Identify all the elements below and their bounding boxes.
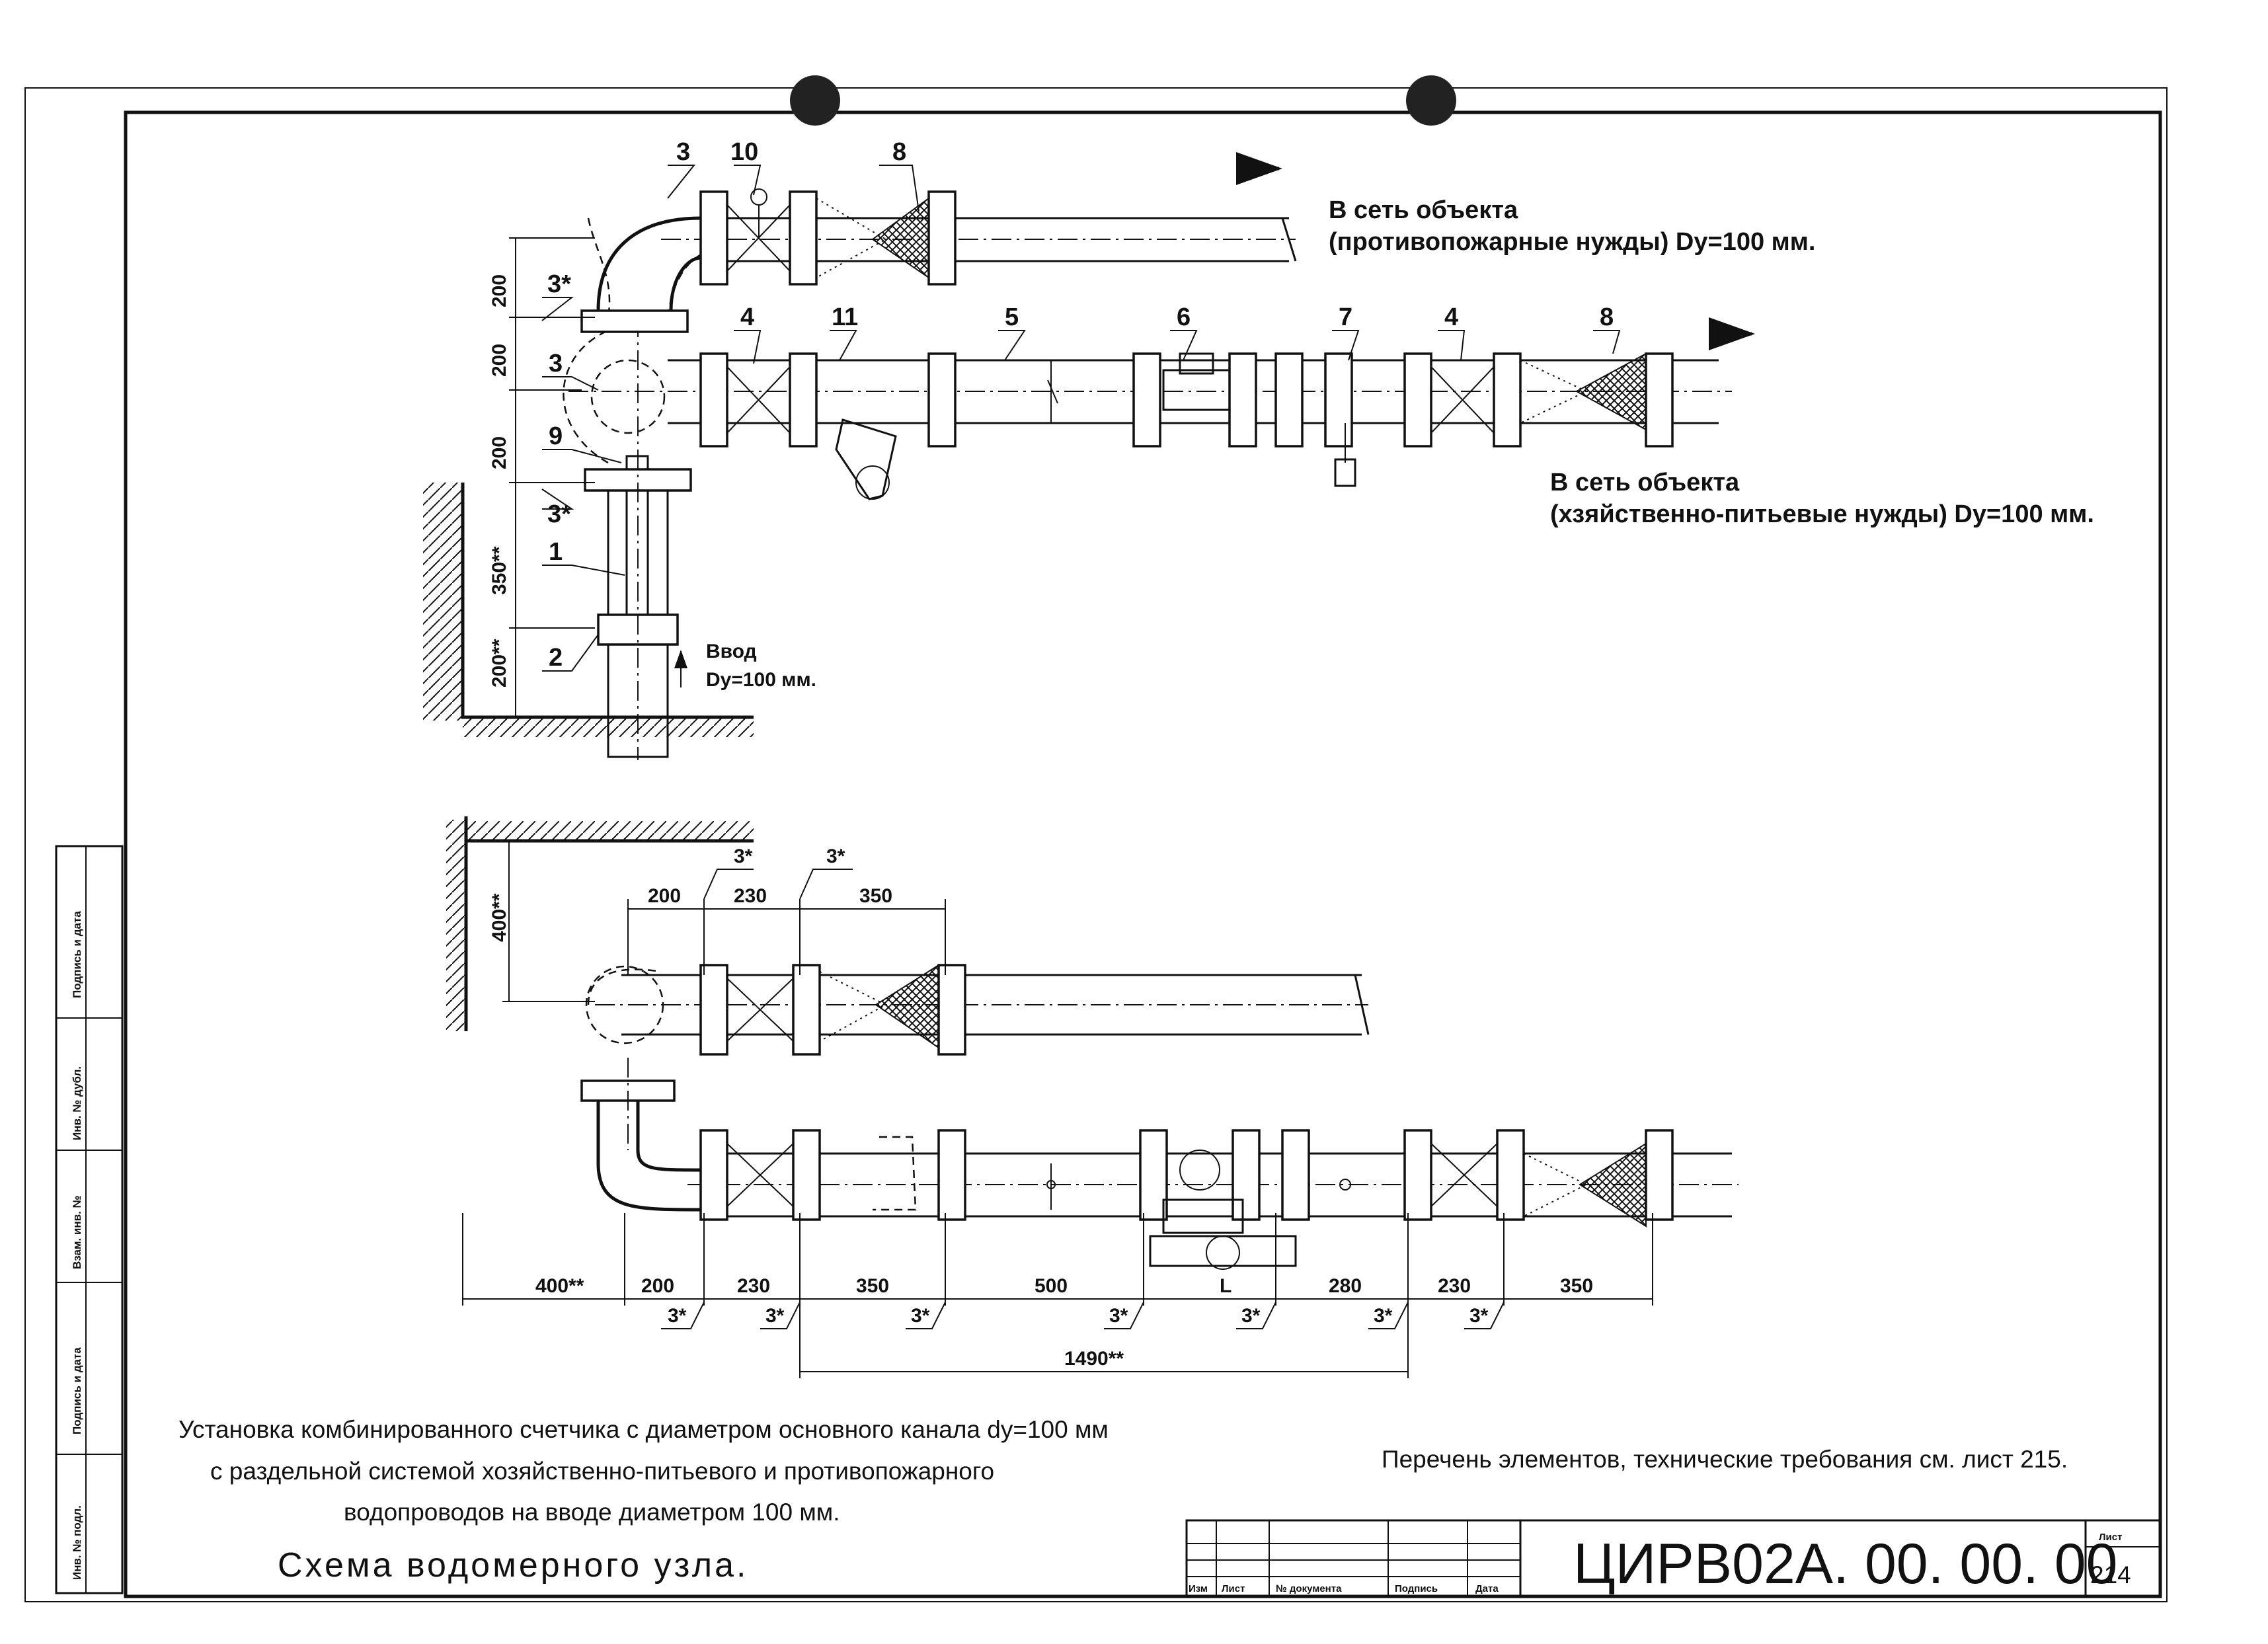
dim-label: 350 — [856, 1275, 889, 1297]
callout: 5 — [1005, 303, 1019, 331]
dim-label: L — [1220, 1275, 1232, 1297]
callout: 3* — [1241, 1305, 1261, 1327]
outlet-domestic-desc: (хзяйственно-питьевые нужды) Dy=100 мм. — [1550, 500, 2094, 528]
tb-col-sheet: Лист — [1222, 1583, 1245, 1594]
flange — [789, 190, 818, 286]
side-stamp — [55, 845, 124, 1594]
dim-label: 200 — [641, 1275, 674, 1297]
title-block — [1185, 1519, 2162, 1598]
dim-label: 200 — [489, 436, 510, 469]
dim-label: 350 — [1560, 1275, 1593, 1297]
dim-label: 230 — [1438, 1275, 1471, 1297]
callout: 10 — [730, 138, 758, 166]
callout: 3* — [1469, 1305, 1489, 1327]
dim-label: 200 — [648, 885, 681, 907]
callout: 3* — [826, 845, 845, 867]
callout: 3 — [676, 138, 690, 166]
callout: 3 — [549, 350, 563, 377]
callout: 3* — [668, 1305, 687, 1327]
dim-label: 200 — [489, 274, 510, 307]
callout: 3* — [911, 1305, 930, 1327]
outlet-fire-desc: (противопожарные нужды) Dy=100 мм. — [1329, 228, 1815, 256]
callout: 3* — [547, 270, 571, 298]
stamp-field: Инв. № дубл. — [71, 1066, 83, 1140]
callout: 1 — [549, 538, 563, 566]
elevation-view — [423, 152, 1755, 760]
dim-label: 200 — [489, 344, 510, 377]
dim-label: 200** — [489, 639, 510, 687]
callout: 6 — [1177, 303, 1191, 331]
wall-hatch — [423, 483, 463, 721]
callout: 11 — [832, 303, 858, 331]
dim-label: 400** — [489, 893, 510, 942]
tb-col-change: Изм — [1189, 1583, 1208, 1594]
callout: 3* — [1374, 1305, 1393, 1327]
outlet-domestic-title: В сеть объекта — [1550, 469, 1740, 496]
tee-flange — [580, 309, 689, 333]
filter-8-bottom — [1575, 352, 1647, 431]
tb-col-document: № документа — [1276, 1583, 1342, 1594]
callout: 4 — [740, 303, 754, 331]
binding-hole-right — [1406, 75, 1456, 126]
callout: 8 — [892, 138, 906, 166]
sheet-number: 214 — [2090, 1561, 2131, 1588]
callout: 9 — [549, 422, 563, 450]
outlet-fire-title: В сеть объекта — [1329, 196, 1518, 224]
caption-line-3: водопроводов на вводе диаметром 100 мм. — [344, 1499, 840, 1526]
callout: 4 — [1444, 303, 1458, 331]
outer-frame — [24, 87, 2168, 1602]
inner-frame — [124, 110, 2162, 1598]
flange — [699, 190, 728, 286]
callout: 8 — [1600, 303, 1614, 331]
inlet-diameter: Dy=100 мм. — [706, 669, 816, 691]
callout: 7 — [1339, 303, 1352, 331]
dim-label: 350** — [489, 546, 510, 595]
strainer-11 — [835, 418, 897, 500]
caption-line-2: с раздельной системой хозяйственно-питье… — [210, 1458, 994, 1485]
scheme-title: Схема водомерного узла. — [278, 1546, 748, 1585]
tb-col-signature: Подпись — [1395, 1583, 1438, 1594]
dim-label: 400** — [535, 1275, 584, 1297]
stamp-field: Подпись и дата — [71, 911, 83, 998]
dim-label: 500 — [1035, 1275, 1068, 1297]
binding-hole-left — [790, 75, 840, 126]
plan-view — [446, 816, 1739, 1378]
gate-valve-4 — [726, 366, 791, 434]
stamp-field: Подпись и дата — [71, 1347, 83, 1434]
callout: 3* — [1109, 1305, 1128, 1327]
inlet-label: Ввод — [706, 641, 757, 662]
tb-col-date: Дата — [1475, 1583, 1499, 1594]
dim-label: 280 — [1329, 1275, 1362, 1297]
document-code: ЦИРВ02А. 00. 00. 00 — [1573, 1532, 2118, 1596]
meter-6 — [1162, 369, 1231, 411]
callout: 3* — [547, 500, 571, 528]
callout: 3* — [765, 1305, 785, 1327]
callout: 2 — [549, 644, 563, 672]
meter-plan — [1179, 1150, 1220, 1191]
callout: 3* — [734, 845, 753, 867]
dim-total: 1490** — [1064, 1348, 1124, 1370]
caption-line-1: Установка комбинированного счетчика с ди… — [178, 1416, 1109, 1443]
dim-label: 350 — [859, 885, 892, 907]
dim-label: 230 — [737, 1275, 770, 1297]
filter-8-top — [871, 197, 929, 279]
dim-label: 230 — [734, 885, 767, 907]
stamp-field: Взам. инв. № — [71, 1195, 83, 1269]
flange — [927, 190, 957, 286]
reference-note: Перечень элементов, технические требован… — [1382, 1446, 2068, 1473]
sheet-label: Лист — [2099, 1532, 2122, 1543]
stamp-field: Инв. № подл. — [71, 1505, 83, 1580]
